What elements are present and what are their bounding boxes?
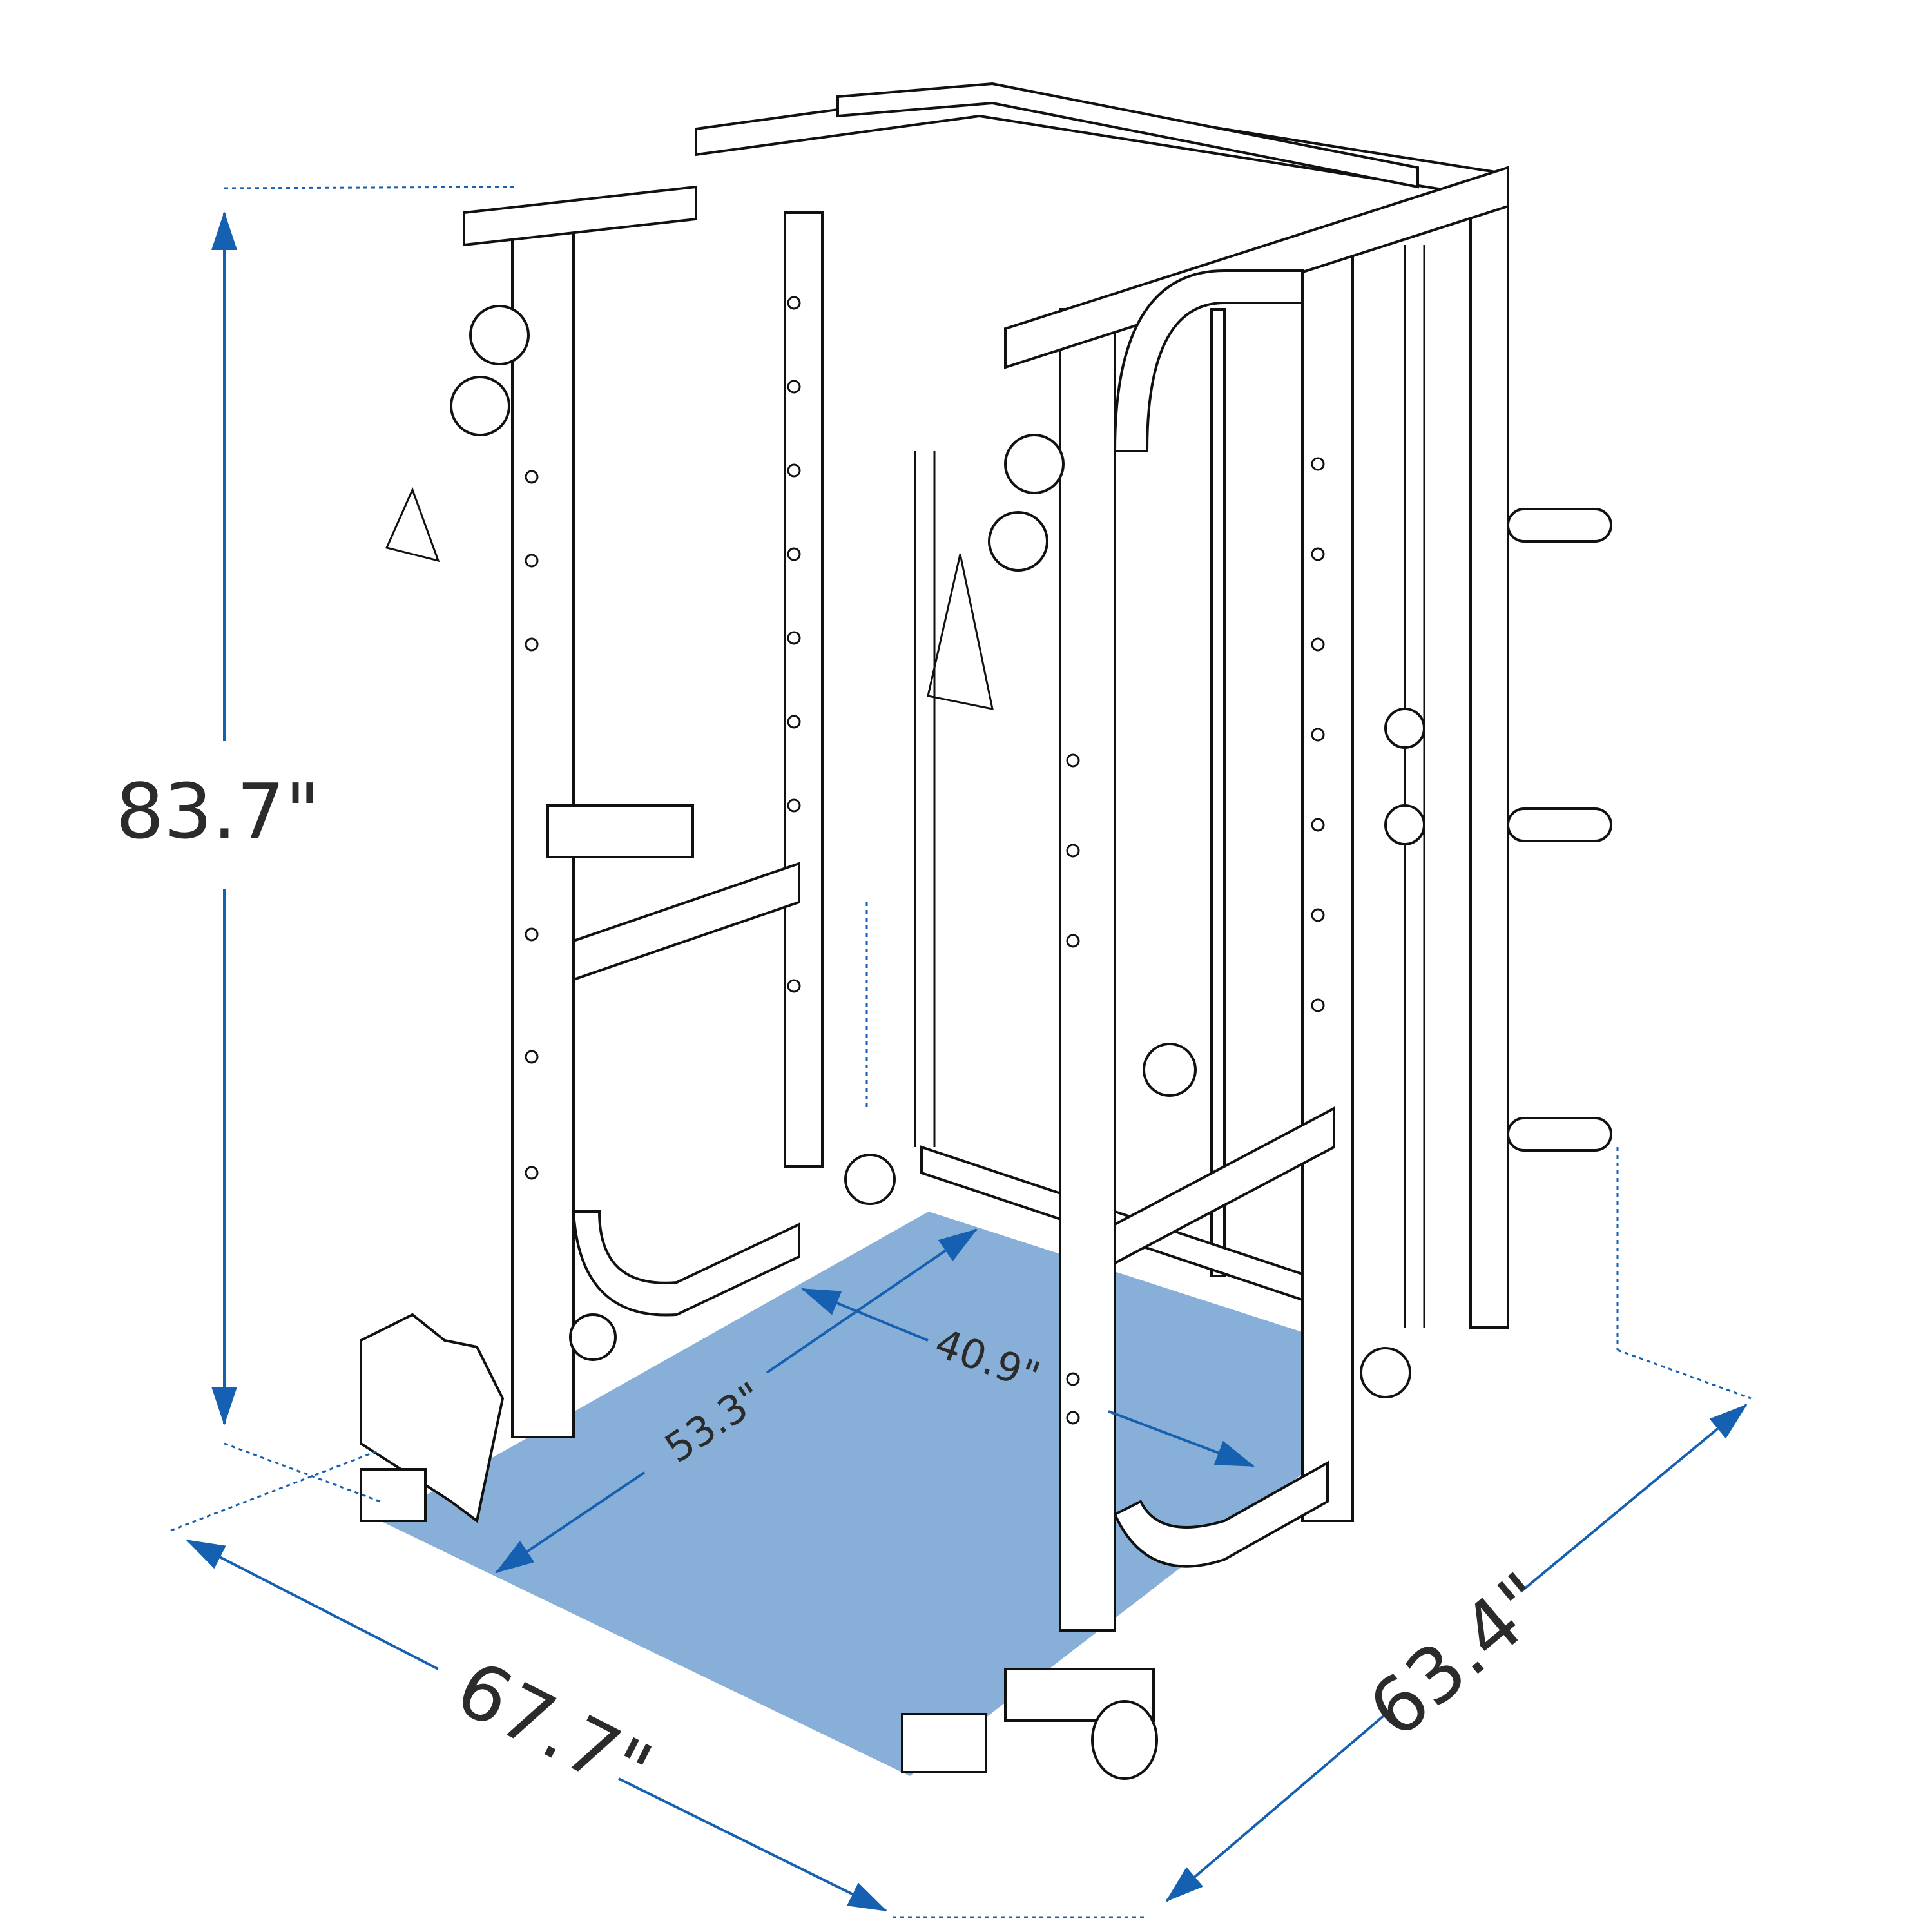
width-label: 67.7" xyxy=(443,1643,665,1815)
plate-stand xyxy=(360,1313,505,1523)
rack-back-frame xyxy=(695,82,1509,1329)
plate-holders xyxy=(1507,508,1612,1152)
dimension-height: 83.7" xyxy=(115,211,320,1425)
depth-label: 63.4" xyxy=(1352,1556,1566,1755)
height-label: 83.7" xyxy=(115,767,320,856)
pulleys xyxy=(385,305,1425,1398)
rack-right-side xyxy=(901,166,1509,1780)
extension-lines xyxy=(170,186,1752,1918)
upright-holes xyxy=(525,296,1325,1425)
rack-left-side xyxy=(463,185,800,1438)
